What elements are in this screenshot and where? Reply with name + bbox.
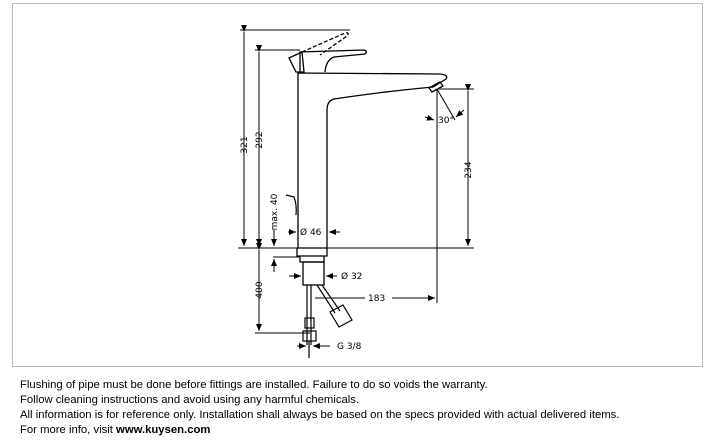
note-flushing: Flushing of pipe must be done before fit… [20, 379, 488, 391]
installation-notes: Flushing of pipe must be done before fit… [20, 378, 619, 438]
dim-max-thickness: max. 40 [270, 193, 280, 230]
dim-body-diameter: Ø 46 [300, 227, 322, 238]
dim-connection: G 3/8 [337, 342, 362, 352]
dim-outlet-height: 234 [464, 161, 474, 178]
aerator [428, 81, 444, 93]
faucet-body [296, 72, 448, 286]
faucet-technical-drawing: 321 292 234 max. 40 Ø 46 Ø 32 183 400 G … [12, 3, 703, 367]
pop-up-rod [285, 194, 297, 216]
note-cleaning: Follow cleaning instructions and avoid u… [20, 394, 360, 406]
dim-shank-diameter: Ø 32 [341, 271, 362, 282]
lever-handle [288, 32, 367, 73]
dim-spout-height: 292 [255, 131, 265, 148]
drawing-frame [12, 3, 703, 367]
note-more-info: For more info, visit www.kuysen.com [20, 423, 619, 438]
dim-total-height: 321 [240, 136, 250, 153]
dim-angle: 30° [438, 116, 454, 126]
note-reference: All information is for reference only. I… [20, 409, 620, 421]
dim-hose-length: 400 [255, 281, 265, 298]
dim-projection: 183 [368, 294, 385, 304]
website-link[interactable]: www.kuysen.com [116, 424, 211, 436]
more-info-prefix: For more info, visit [20, 424, 117, 436]
